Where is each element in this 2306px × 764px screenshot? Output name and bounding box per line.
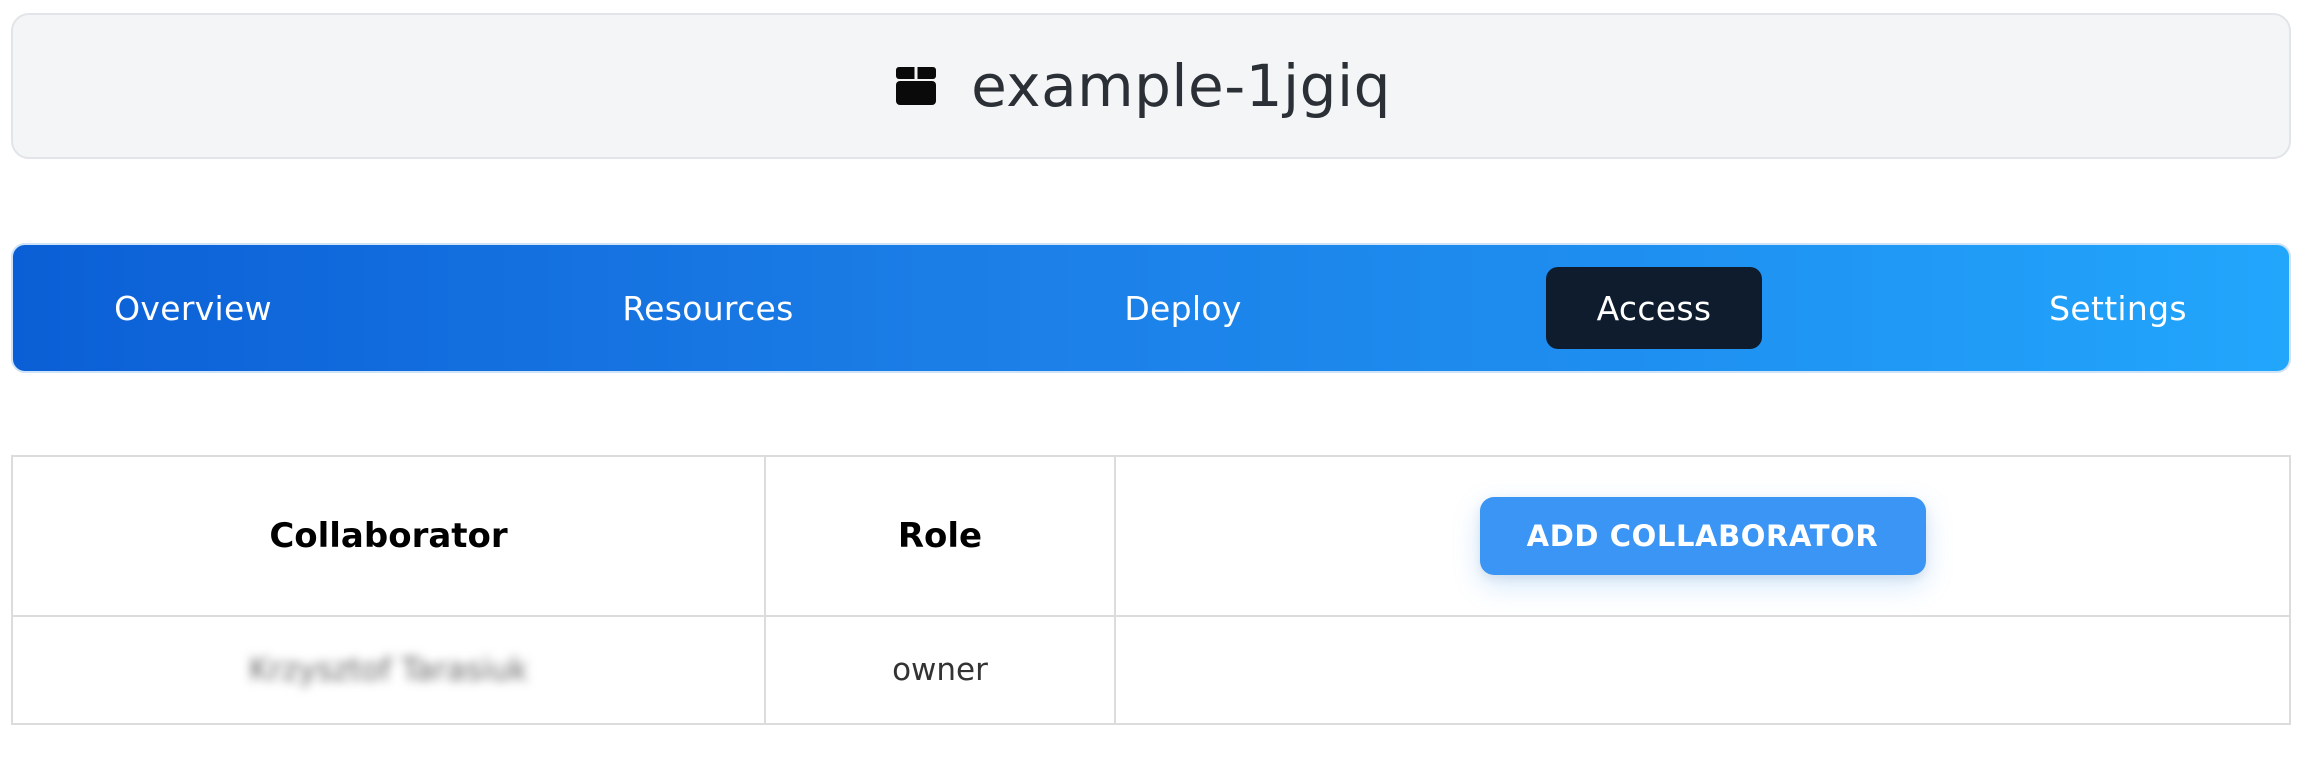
project-title-group: example-1jgiq: [895, 57, 1391, 115]
row-divider: [13, 615, 2289, 617]
actions-cell: [1116, 617, 2289, 723]
add-collaborator-button[interactable]: ADD COLLABORATOR: [1479, 497, 1926, 575]
column-divider: [764, 457, 766, 723]
tab-bar: Overview Resources Deploy Access Setting…: [11, 243, 2291, 373]
column-divider: [1114, 457, 1116, 723]
role-header: Role: [897, 516, 983, 556]
role-cell: owner: [892, 652, 988, 688]
project-title-bar: example-1jgiq: [11, 13, 2291, 159]
collaborator-cell: Krzysztof Tarasiuk: [13, 617, 764, 723]
tab-resources[interactable]: Resources: [622, 288, 794, 328]
tab-access[interactable]: Access: [1546, 267, 1762, 349]
project-title: example-1jgiq: [971, 52, 1391, 120]
tab-overview[interactable]: Overview: [114, 288, 272, 328]
collaborator-header: Collaborator: [269, 516, 508, 556]
add-collaborator-cell: ADD COLLABORATOR: [1116, 457, 2289, 615]
tab-deploy[interactable]: Deploy: [1124, 288, 1242, 328]
tab-settings[interactable]: Settings: [2049, 288, 2187, 328]
box-icon: [896, 67, 937, 105]
collaborators-table: Collaborator Role ADD COLLABORATOR Krzys…: [11, 455, 2291, 725]
collaborator-name: Krzysztof Tarasiuk: [249, 652, 528, 688]
